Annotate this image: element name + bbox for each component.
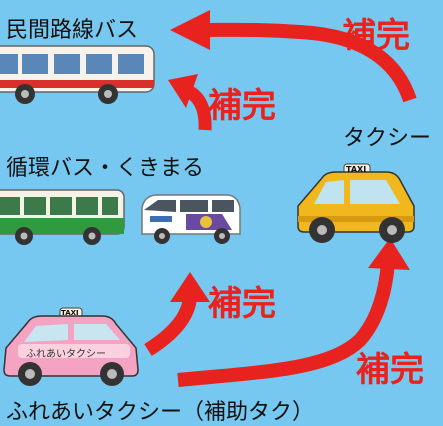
kukimaru-van-icon [141, 194, 241, 244]
supplement-label-upper: 補完 [208, 86, 276, 126]
arrow-loop-bus-to-private-bus [168, 74, 212, 131]
loop-bus-label: 循環バス・くきまる [6, 156, 205, 181]
taxi-label: タクシー [343, 126, 432, 151]
taxi-roof-sign: TAXI [346, 165, 367, 174]
supplement-label-bottom: 補完 [356, 350, 424, 390]
supplement-label-lower: 補完 [208, 284, 276, 324]
private-bus-icon [0, 45, 155, 104]
private-bus-label: 民間路線バス [6, 18, 139, 43]
supplement-label-top: 補完 [342, 16, 410, 56]
arrow-fureai-to-loop-bus [144, 272, 210, 356]
loop-bus-icon [0, 189, 125, 245]
fureai-taxi-body [3, 307, 139, 386]
taxi-body [297, 163, 415, 243]
arrow-taxi-to-private-bus [170, 10, 417, 103]
arrow-fureai-to-taxi [177, 238, 410, 387]
fureai-roof-sign: TAXI [61, 309, 79, 317]
taxi-icon: TAXI [290, 160, 422, 246]
fureai-car-text: ふれあいタクシー [26, 349, 106, 360]
fureai-taxi-label: ふれあいタクシー（補助タク） [6, 400, 315, 425]
fureai-taxi-icon: TAXI ふれあいタクシー [0, 306, 148, 388]
